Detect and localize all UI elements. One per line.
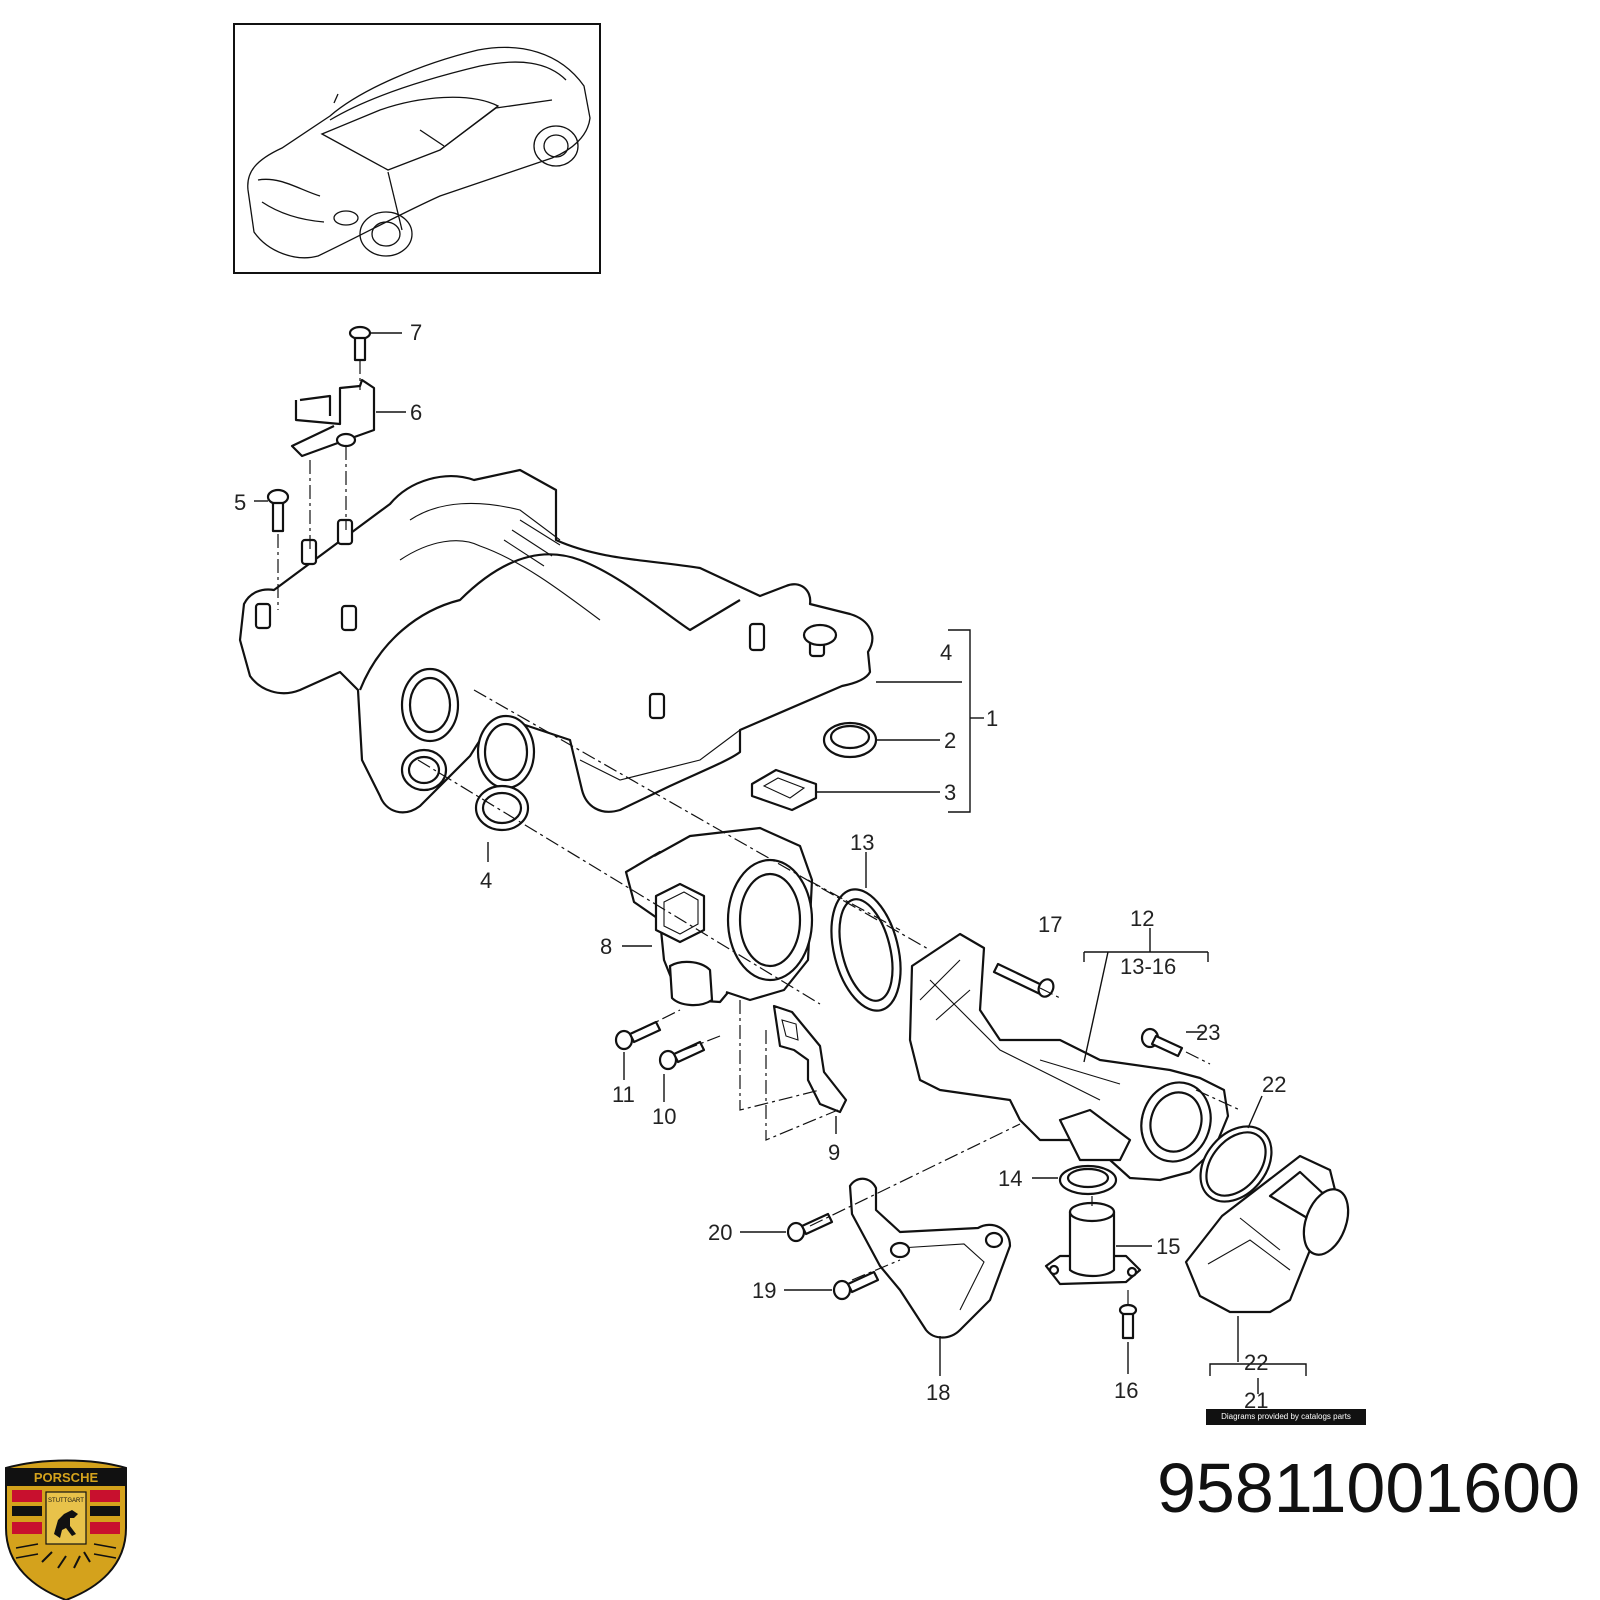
part-3-gasket bbox=[750, 768, 818, 812]
horse-icon bbox=[54, 1510, 78, 1538]
callout-23: 23 bbox=[1196, 1020, 1220, 1045]
part-13-gasket bbox=[830, 888, 902, 1012]
part-17-bolt bbox=[992, 962, 1055, 998]
callout-19: 19 bbox=[752, 1278, 776, 1303]
callout-14: 14 bbox=[998, 1166, 1022, 1191]
callout-11: 11 bbox=[612, 1082, 635, 1107]
callout-3: 3 bbox=[944, 780, 956, 805]
callout-8: 8 bbox=[600, 934, 612, 959]
callout-5: 5 bbox=[234, 490, 246, 515]
callout-13-16: 13-16 bbox=[1120, 954, 1176, 979]
callout-13: 13 bbox=[850, 830, 874, 855]
callout-9: 9 bbox=[828, 1140, 840, 1165]
part-18-support-bracket bbox=[848, 1177, 1012, 1339]
part-12-intake-pipe bbox=[908, 932, 1230, 1182]
callout-18: 18 bbox=[926, 1380, 950, 1405]
part-7-bolt bbox=[348, 325, 372, 362]
leader-lines bbox=[254, 332, 1307, 1394]
logo-brand-text: PORSCHE bbox=[34, 1470, 99, 1485]
part-22-o-ring bbox=[1199, 1125, 1273, 1203]
callout-4-left: 4 bbox=[480, 868, 492, 893]
part-11-bolt bbox=[614, 1020, 662, 1051]
callout-labels: 7 6 5 4 2 1 3 4 13 8 17 12 13-16 23 22 1… bbox=[234, 320, 1286, 1413]
part-5-bolt bbox=[266, 488, 290, 533]
part-15-sensor bbox=[1044, 1201, 1142, 1286]
part-8-throttle-body bbox=[624, 826, 814, 1007]
callout-20: 20 bbox=[708, 1220, 732, 1245]
part-23-bolt bbox=[1140, 1027, 1184, 1058]
assembly-lines bbox=[277, 360, 1241, 1308]
part-19-bolt bbox=[832, 1270, 880, 1301]
part-6-bracket bbox=[290, 378, 376, 458]
part-14-seal bbox=[1058, 1164, 1118, 1196]
callout-17: 17 bbox=[1038, 912, 1062, 937]
callout-22-ring: 22 bbox=[1262, 1072, 1286, 1097]
callout-21: 21 bbox=[1244, 1388, 1268, 1413]
callout-6: 6 bbox=[410, 400, 422, 425]
diagram-credit-badge: Diagrams provided by catalogs parts bbox=[1206, 1409, 1366, 1425]
part-10-bolt bbox=[658, 1040, 706, 1071]
part-2-seal-ring bbox=[822, 721, 878, 759]
part-20-bolt bbox=[786, 1212, 834, 1243]
part-9-bracket bbox=[772, 1004, 848, 1114]
callout-15: 15 bbox=[1156, 1234, 1180, 1259]
part-16-screw bbox=[1118, 1303, 1138, 1340]
callout-12: 12 bbox=[1130, 906, 1154, 931]
callout-1: 1 bbox=[986, 706, 998, 731]
logo-city-text: STUTTGART bbox=[48, 1498, 84, 1504]
car-illustration bbox=[247, 46, 591, 259]
callout-10: 10 bbox=[652, 1104, 676, 1129]
callout-16: 16 bbox=[1114, 1378, 1138, 1403]
part-4-double-gasket bbox=[474, 714, 536, 832]
part-1-intake-manifold bbox=[238, 468, 874, 814]
vehicle-inset bbox=[233, 23, 601, 274]
part-number: 95811001600 bbox=[1156, 1449, 1580, 1527]
callout-2: 2 bbox=[944, 728, 956, 753]
part-21-connector bbox=[1184, 1154, 1350, 1314]
porsche-crest-logo: PORSCHE STUTTGART bbox=[5, 1459, 127, 1600]
callout-7: 7 bbox=[410, 320, 422, 345]
callout-22-connector: 22 bbox=[1244, 1350, 1268, 1375]
callout-4-top: 4 bbox=[940, 640, 952, 665]
